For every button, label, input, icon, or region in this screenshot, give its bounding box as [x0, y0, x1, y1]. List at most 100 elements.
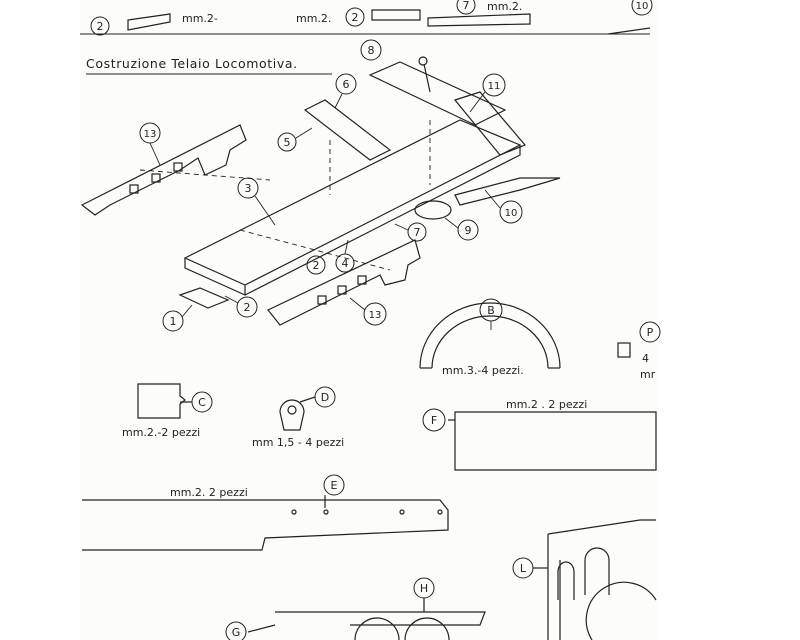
callout-13a: 13 [144, 129, 157, 140]
page-margin [658, 0, 800, 640]
note-d: mm 1,5 - 4 pezzi [252, 436, 344, 449]
note-e: mm.2. 2 pezzi [170, 486, 248, 499]
part-h-arches [354, 617, 450, 640]
callout-circle [162, 310, 184, 332]
part-l [547, 519, 656, 640]
callout-circle [345, 7, 365, 27]
callout-circle [457, 219, 479, 241]
part-b-arch [419, 302, 561, 369]
note-top-2: mm.2. [296, 12, 331, 25]
callout-circle [499, 200, 523, 224]
hole [437, 509, 443, 515]
leader [224, 295, 239, 304]
leader [295, 127, 313, 139]
part-h [275, 611, 486, 626]
leader [444, 217, 459, 229]
part-9-disc [414, 200, 452, 220]
part-c [137, 383, 186, 419]
part-11 [453, 91, 526, 156]
callout-circle [306, 255, 326, 275]
frame-part-3-side [184, 258, 246, 296]
leader [181, 304, 193, 318]
callout-circle [191, 391, 213, 413]
callout-circle [482, 73, 506, 97]
callout-2: 2 [244, 301, 251, 314]
rail-hole [317, 295, 327, 305]
callout-2-inner: 2 [313, 259, 320, 272]
label-2b: 2 [352, 11, 359, 24]
leader [344, 239, 349, 255]
callout-5: 5 [284, 136, 291, 149]
callout-c: C [198, 396, 206, 409]
callout-b: B [487, 304, 495, 317]
label-7: 7 [463, 0, 470, 12]
part-l-wheel-arch [585, 581, 657, 640]
callout-10: 10 [505, 208, 518, 219]
callout-circle [639, 321, 661, 343]
callout-circle [237, 177, 259, 199]
callout-13b: 13 [369, 310, 382, 321]
part-strip-2 [371, 9, 421, 21]
callout-circle [360, 39, 382, 61]
leader-d [299, 396, 316, 403]
part-6 [303, 99, 392, 161]
callout-3: 3 [245, 182, 252, 195]
rail-hole [357, 275, 367, 285]
frame-part-3-edge [244, 145, 521, 296]
callout-7: 7 [414, 226, 421, 239]
assembly-line [239, 229, 391, 271]
rail-hole [173, 162, 183, 172]
callout-f: F [431, 414, 437, 427]
callout-circle [413, 577, 435, 599]
callout-e: E [331, 479, 338, 492]
callout-circle [422, 408, 446, 432]
leader [149, 142, 161, 166]
callout-l: L [520, 562, 527, 575]
note-top-3: mm.2. [487, 0, 522, 13]
page-title: Costruzione Telaio Locomotiva. [86, 56, 298, 71]
hole [291, 509, 297, 515]
part-10 [454, 177, 561, 206]
side-rail-13-right [267, 239, 421, 326]
part-strip-10 [607, 27, 651, 35]
leader-g [247, 624, 276, 633]
part-f [454, 411, 657, 471]
note-f: mm.2 . 2 pezzi [506, 398, 587, 411]
callout-g: G [232, 626, 241, 639]
part-e [82, 499, 449, 551]
hole [399, 509, 405, 515]
part-b-arch-inner [431, 315, 549, 369]
leader [469, 91, 486, 113]
callout-circle [631, 0, 653, 16]
note-p-2: mr [640, 368, 656, 381]
part-p [617, 342, 631, 358]
callout-h: H [420, 582, 428, 595]
rail-hole [151, 173, 161, 183]
note-c: mm.2.-2 pezzi [122, 426, 200, 439]
part-strip-wedge [127, 13, 171, 31]
callout-1: 1 [170, 315, 177, 328]
label-2: 2 [97, 20, 104, 33]
callout-8: 8 [368, 44, 375, 57]
callout-circle [90, 16, 110, 36]
callout-p: P [647, 326, 654, 339]
part-d [279, 399, 305, 431]
callout-circle [323, 474, 345, 496]
cross-member-8 [368, 61, 507, 126]
rail-hole [129, 184, 139, 194]
callout-circle [236, 296, 258, 318]
leader [349, 297, 366, 311]
callout-circle [225, 621, 247, 640]
leader [334, 93, 343, 109]
callout-9: 9 [465, 224, 472, 237]
callout-4: 4 [342, 257, 349, 270]
callout-circle [335, 73, 357, 95]
note-p-1: 4 [642, 352, 649, 365]
rail-hole [337, 285, 347, 295]
label-10: 10 [636, 1, 649, 12]
callout-d: D [321, 391, 329, 404]
callout-circle [407, 222, 427, 242]
side-rail-13-left [80, 124, 247, 216]
